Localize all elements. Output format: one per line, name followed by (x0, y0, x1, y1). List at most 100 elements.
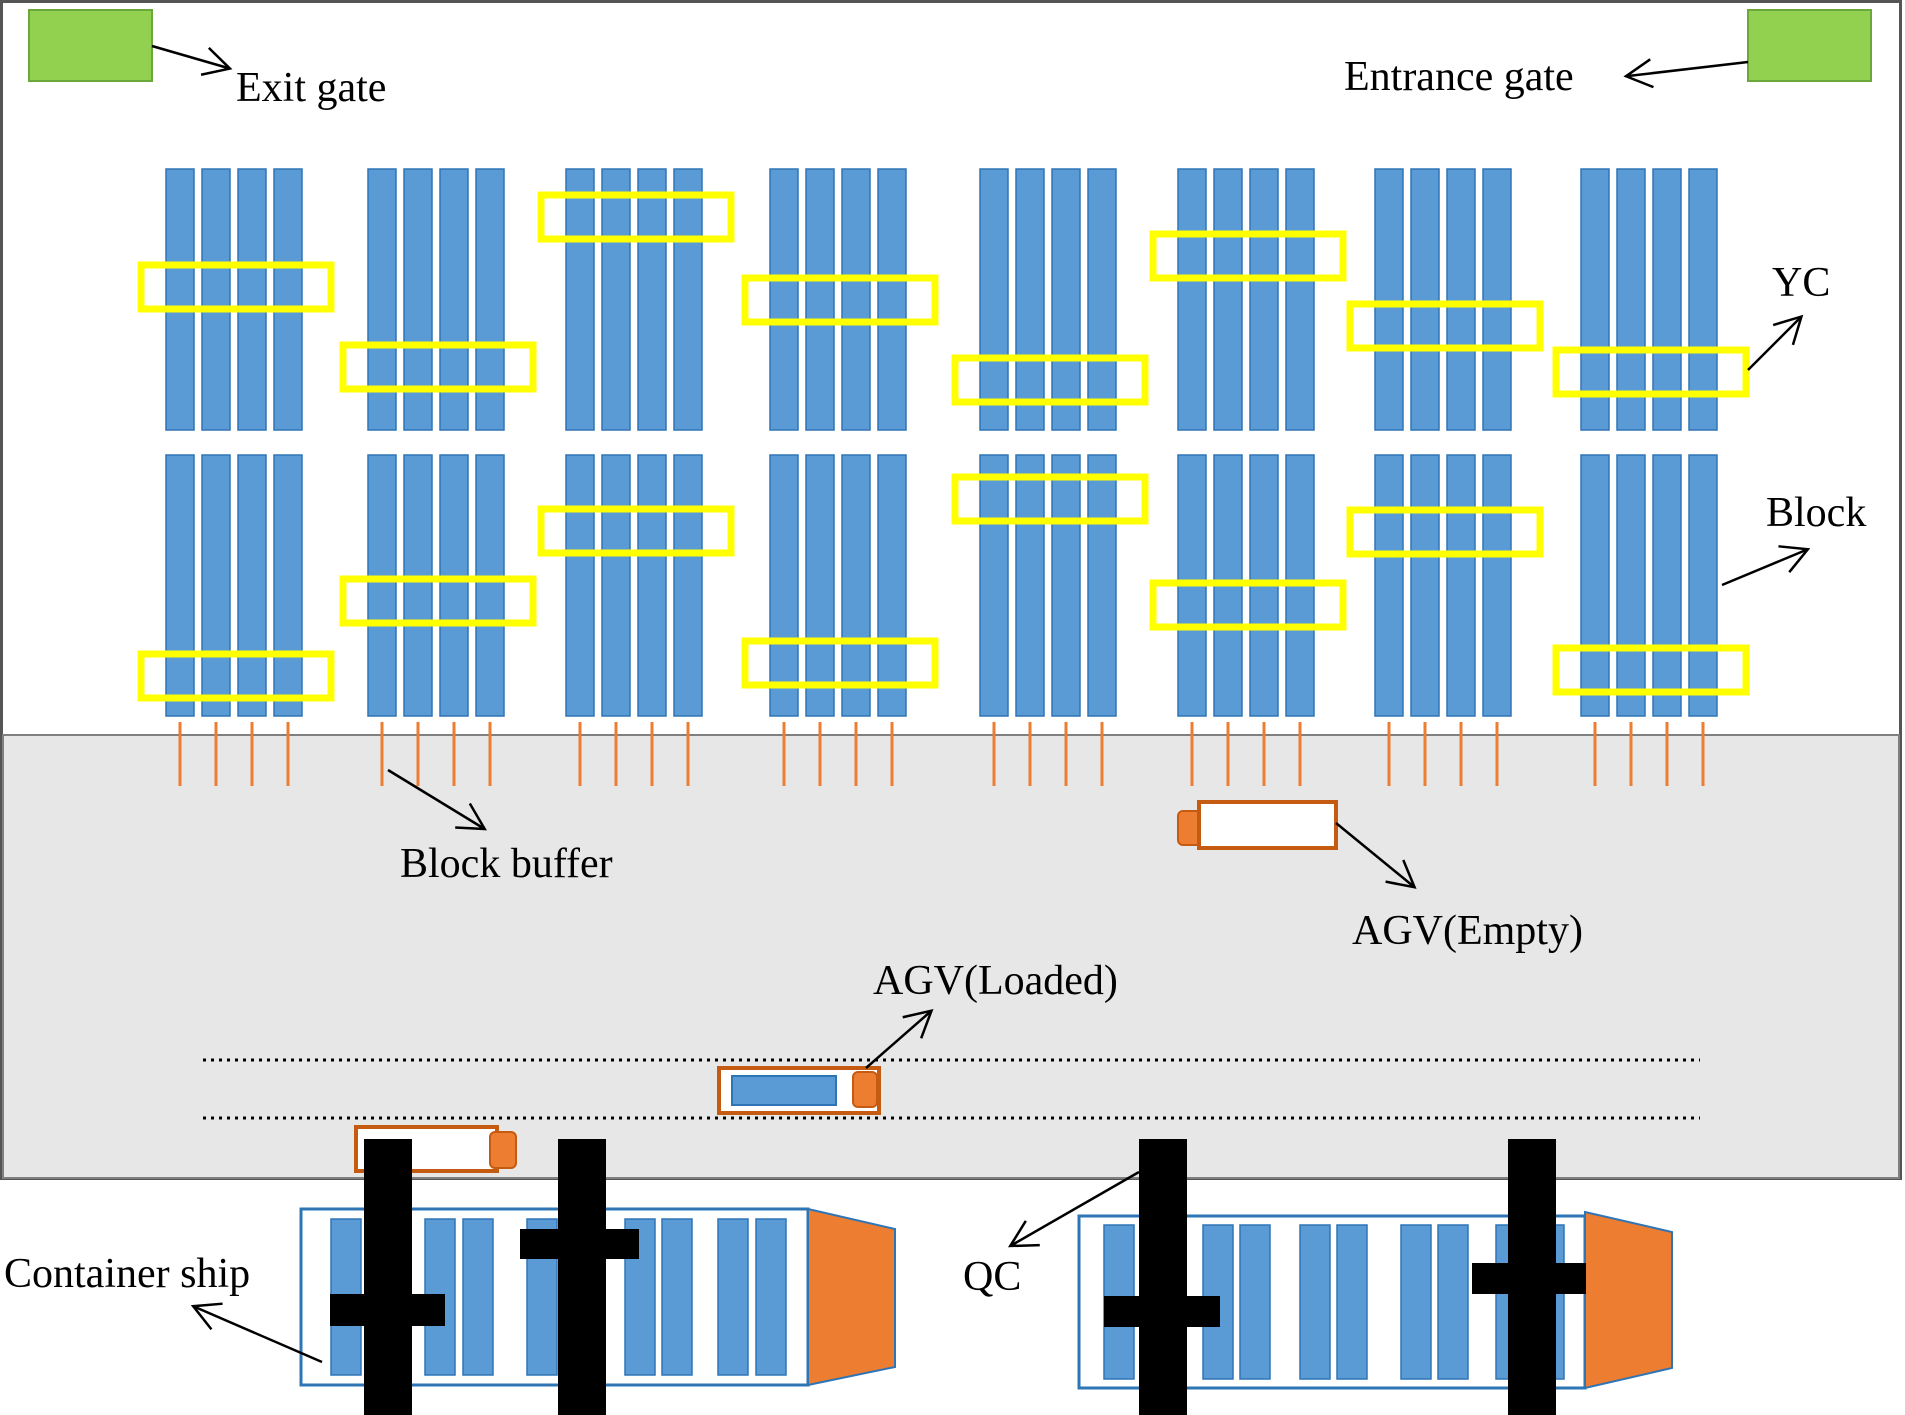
yard-block-stripe (273, 168, 303, 431)
yard-crane (1149, 579, 1347, 631)
label-qc: QC (963, 1254, 1021, 1300)
ship-container-bay (717, 1218, 749, 1376)
yard-block-stripe (841, 168, 871, 431)
yard-block-stripe (979, 168, 1009, 431)
yard-block-stripe (1688, 454, 1718, 717)
yard-block-stripe (201, 454, 231, 717)
ship-bow-left (807, 1207, 896, 1387)
label-block-buffer: Block buffer (400, 841, 613, 887)
label-block: Block (1766, 490, 1866, 536)
arrow-entrance-gate (1623, 58, 1749, 89)
exit-gate (28, 9, 153, 82)
yard-crane (537, 191, 735, 243)
yard-block-stripe (673, 454, 703, 717)
yard-block-stripe (1177, 168, 1207, 431)
yard-crane (1149, 230, 1347, 282)
arrow-qc (1007, 1170, 1140, 1248)
yard-block-stripe (237, 454, 267, 717)
yard-block-stripe (1446, 454, 1476, 717)
yard-block-stripe (1652, 168, 1682, 431)
yard-block-stripe (1015, 168, 1045, 431)
yard-cranes (137, 191, 1750, 702)
yard-block-stripe (769, 168, 799, 431)
arrow-agv-loaded (865, 1008, 934, 1069)
ship-container-bay (1299, 1224, 1331, 1380)
yard-block-stripe (601, 454, 631, 717)
yard-block-stripe (1374, 454, 1404, 717)
yard-block-stripe (1087, 168, 1117, 431)
yard-block-stripe (165, 454, 195, 717)
arrow-yc (1747, 314, 1804, 371)
label-agv-empty: AGV(Empty) (1352, 908, 1583, 954)
block-buffers (178, 722, 1705, 786)
yard-block-stripe (165, 168, 195, 431)
ship-container-bay (1336, 1224, 1368, 1380)
yard-block-stripe (1616, 454, 1646, 717)
yard-block-stripe (637, 454, 667, 717)
yard-block-stripe (1410, 168, 1440, 431)
yard-crane (1552, 346, 1750, 398)
yard-block-stripe (1051, 168, 1081, 431)
yard-block-stripe (1446, 168, 1476, 431)
yard-block-stripe (1652, 454, 1682, 717)
yard-block-stripe (979, 454, 1009, 717)
yard-block-stripe (1249, 168, 1279, 431)
quay-crane-4 (1472, 1139, 1586, 1415)
ship-container-bay (755, 1218, 787, 1376)
yard-crane (1346, 506, 1544, 558)
yard-crane (741, 637, 939, 689)
yard-crane (1552, 644, 1750, 696)
yard-block-stripe (673, 168, 703, 431)
yard-block-stripe (1051, 454, 1081, 717)
yard-block-stripe (1616, 168, 1646, 431)
label-yc: YC (1772, 260, 1830, 306)
yard-block-stripe (1580, 454, 1610, 717)
quay-crane-2 (520, 1139, 639, 1415)
yard-block-stripe (237, 168, 267, 431)
yard-block-stripe (565, 168, 595, 431)
agv-empty (1177, 800, 1338, 850)
yard-crane (137, 650, 335, 702)
yard-crane (741, 274, 939, 326)
yard-block-stripe (637, 168, 667, 431)
yard-block-stripe (403, 454, 433, 717)
yard-crane (537, 505, 735, 557)
yard-block-stripe (201, 168, 231, 431)
yard-block-stripe (601, 168, 631, 431)
ship-container-bay (462, 1218, 494, 1376)
yard-block-stripe (367, 454, 397, 717)
label-exit-gate: Exit gate (236, 65, 386, 111)
entrance-gate (1747, 9, 1872, 82)
yard-block-stripe (1482, 168, 1512, 431)
yard-block-stripe (1285, 168, 1315, 431)
arrow-container-ship (190, 1302, 323, 1364)
yard-block-stripe (475, 454, 505, 717)
yard-block-stripe (1482, 454, 1512, 717)
yard-block-stripe (1580, 168, 1610, 431)
yard-block-stripe (565, 454, 595, 717)
ship-container-bay (1437, 1224, 1469, 1380)
yard-block-stripe (877, 168, 907, 431)
ship-container-bay (1400, 1224, 1432, 1380)
yard-crane (951, 354, 1149, 406)
yard-block-stripe (805, 168, 835, 431)
quay-crane-1 (330, 1139, 445, 1415)
apron-area (2, 734, 1900, 1179)
yard-crane (339, 575, 537, 627)
yard-block-stripe (1015, 454, 1045, 717)
yard-block-stripe (805, 454, 835, 717)
ship-container-bay (661, 1218, 693, 1376)
arrow-agv-empty (1335, 822, 1417, 889)
yard-block-stripe (1087, 454, 1117, 717)
yard-block-stripe (1213, 168, 1243, 431)
ship-bow-right (1584, 1210, 1673, 1390)
yard-block-stripe (1410, 454, 1440, 717)
yard-crane (951, 473, 1149, 525)
label-entrance-gate: Entrance gate (1344, 54, 1574, 100)
yard-block-stripe (769, 454, 799, 717)
arrow-block-buffer (387, 768, 487, 831)
yard-crane (339, 341, 537, 393)
yard-crane (1346, 300, 1544, 352)
label-container-ship: Container ship (4, 1251, 250, 1297)
